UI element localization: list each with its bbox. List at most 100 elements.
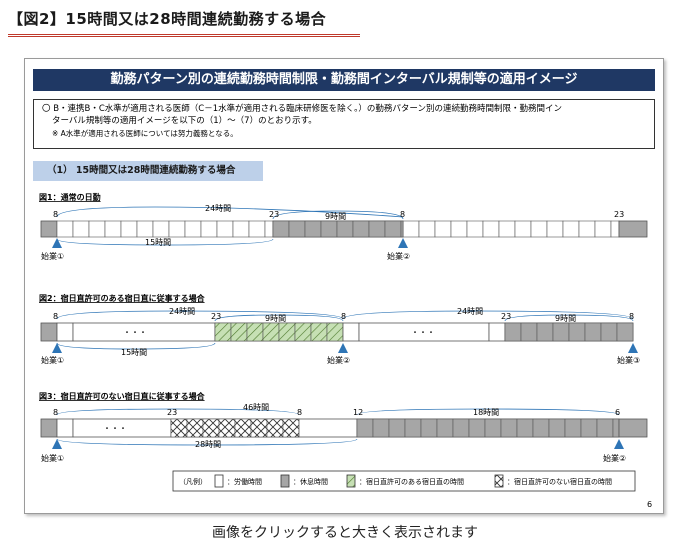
fig2-label: 図2：宿日直許可のある宿日直に従事する場合 bbox=[39, 293, 206, 303]
fig2-dots-b: ・・・ bbox=[411, 328, 435, 337]
rest-hour-cell bbox=[288, 220, 306, 238]
work-hour-cell bbox=[418, 220, 436, 238]
work-hour-cell bbox=[578, 220, 596, 238]
rest-hour-cell bbox=[616, 322, 634, 342]
legend-work-swatch bbox=[214, 474, 224, 488]
work-hour-cell bbox=[264, 220, 274, 238]
section-label: （1） 15時間又は28時間連続勤務する場合 bbox=[33, 161, 263, 181]
fig2-top-8a: 8 bbox=[53, 312, 58, 321]
rest-hour-cell bbox=[596, 418, 614, 438]
fig1-start2-arrow bbox=[398, 238, 408, 248]
rest-hour-cell bbox=[420, 418, 438, 438]
permitted-duty-cell bbox=[326, 322, 344, 342]
work-hour-cell bbox=[232, 220, 250, 238]
fig3-brace-18h bbox=[356, 408, 620, 416]
fig1-start-2: 始業② bbox=[387, 251, 410, 261]
fig2-top-23b: 23 bbox=[501, 312, 511, 321]
rest-hour-cell bbox=[548, 418, 566, 438]
legend-rest: ：休息時間 bbox=[293, 477, 328, 486]
fig3-label: 図3：宿日直許可のない宿日直に従事する場合 bbox=[39, 391, 206, 401]
permitted-duty-cell bbox=[230, 322, 248, 342]
work-hour-cell bbox=[104, 220, 122, 238]
fig3-top-6: 6 bbox=[615, 408, 620, 417]
fig3-top-12: 12 bbox=[353, 408, 363, 417]
fig2-brace-9h-b bbox=[504, 314, 634, 322]
fig3-top-23: 23 bbox=[167, 408, 177, 417]
fig1-top-23b: 23 bbox=[614, 210, 624, 219]
fig1-bottom-15h: 15時間 bbox=[145, 238, 171, 247]
fig3-start2-arrow bbox=[614, 439, 624, 449]
rest-hour-cell bbox=[580, 418, 598, 438]
rest-hour-cell bbox=[404, 418, 422, 438]
fig1-top-23: 23 bbox=[269, 210, 279, 219]
fig3-top-46h: 46時間 bbox=[243, 403, 269, 412]
page-number: 6 bbox=[647, 500, 652, 509]
rest-hour-cell bbox=[384, 220, 402, 238]
fig2-start-3: 始業③ bbox=[617, 355, 640, 365]
permitted-duty-cell bbox=[278, 322, 296, 342]
note-box: 〇 B・連携B・C水準が適用される医師（C－1水準が適用される臨床研修医を除く。… bbox=[33, 99, 655, 149]
legend-title: （凡例） bbox=[179, 477, 207, 486]
fig2-brace-24h-a bbox=[56, 310, 344, 320]
rest-hour-cell bbox=[372, 418, 390, 438]
work-hour-cell bbox=[72, 220, 90, 238]
fig2-brace-24h-b bbox=[342, 310, 634, 320]
fig3-top-8b: 8 bbox=[297, 408, 302, 417]
fig3-top-18h: 18時間 bbox=[473, 408, 499, 417]
permitted-duty-cell bbox=[246, 322, 264, 342]
fig2-bar bbox=[40, 322, 634, 342]
fig2-bottom-15h: 15時間 bbox=[121, 348, 147, 357]
fig3-start-2: 始業② bbox=[603, 453, 626, 463]
fig2-top-24h-a: 24時間 bbox=[169, 307, 195, 316]
non-permitted-duty-cell bbox=[282, 418, 300, 438]
work-hour-cell bbox=[562, 220, 580, 238]
slide-image[interactable]: 勤務パターン別の連続勤務時間制限・勤務間インターバル規制等の適用イメージ 〇 B… bbox=[24, 58, 664, 514]
rest-hour-cell bbox=[304, 220, 322, 238]
fig1-brace-15h bbox=[56, 238, 274, 246]
work-hour-cell bbox=[450, 220, 468, 238]
fig1-start1-arrow bbox=[52, 238, 62, 248]
rest-hour-cell bbox=[500, 418, 518, 438]
non-permitted-duty-cell bbox=[186, 418, 204, 438]
permitted-duty-cell bbox=[310, 322, 328, 342]
fig1-top-9h: 9時間 bbox=[325, 212, 346, 221]
work-hour-cell bbox=[402, 220, 420, 238]
fig2-top-8c: 8 bbox=[629, 312, 634, 321]
fig1-bar bbox=[40, 220, 648, 238]
legend-box bbox=[172, 470, 636, 492]
fig2-dots-a: ・・・ bbox=[123, 328, 147, 337]
work-hour-cell bbox=[168, 220, 186, 238]
rest-hour-cell bbox=[400, 220, 404, 238]
fig1-top-24h: 24時間 bbox=[205, 204, 231, 213]
fig3-brace-46h bbox=[56, 408, 300, 416]
fig2-start-1: 始業① bbox=[41, 355, 64, 365]
work-hour-cell bbox=[498, 220, 516, 238]
rest-hour-cell bbox=[436, 418, 454, 438]
fig1-start-1: 始業① bbox=[41, 251, 64, 261]
work-hour-cell bbox=[216, 220, 234, 238]
work-hour-cell bbox=[466, 220, 484, 238]
fig2-start1-arrow bbox=[52, 343, 62, 353]
legend-not-permitted: ：宿日直許可のない宿日直の時間 bbox=[507, 477, 612, 486]
work-hour-cell bbox=[434, 220, 452, 238]
work-hour-cell bbox=[56, 220, 74, 238]
legend-not-permitted-swatch bbox=[494, 474, 504, 488]
fig2-start3-arrow bbox=[628, 343, 638, 353]
work-hour-cell bbox=[184, 220, 202, 238]
non-permitted-duty-cell bbox=[234, 418, 252, 438]
legend-work: ：労働時間 bbox=[227, 477, 262, 486]
non-permitted-duty-cell bbox=[170, 418, 188, 438]
title-rule bbox=[8, 34, 360, 37]
rest-hour-cell bbox=[536, 322, 554, 342]
rest-hour-cell bbox=[520, 322, 538, 342]
rest-hour-cell bbox=[532, 418, 550, 438]
fig2-brace-9h-a bbox=[214, 314, 344, 322]
work-hour-cell bbox=[120, 220, 138, 238]
non-permitted-duty-cell bbox=[218, 418, 236, 438]
rest-hour-cell bbox=[452, 418, 470, 438]
work-hour-cell bbox=[152, 220, 170, 238]
work-hour-cell bbox=[546, 220, 564, 238]
fig2-top-9h-a: 9時間 bbox=[265, 314, 286, 323]
rest-hour-cell bbox=[564, 418, 582, 438]
rest-hour-cell bbox=[368, 220, 386, 238]
